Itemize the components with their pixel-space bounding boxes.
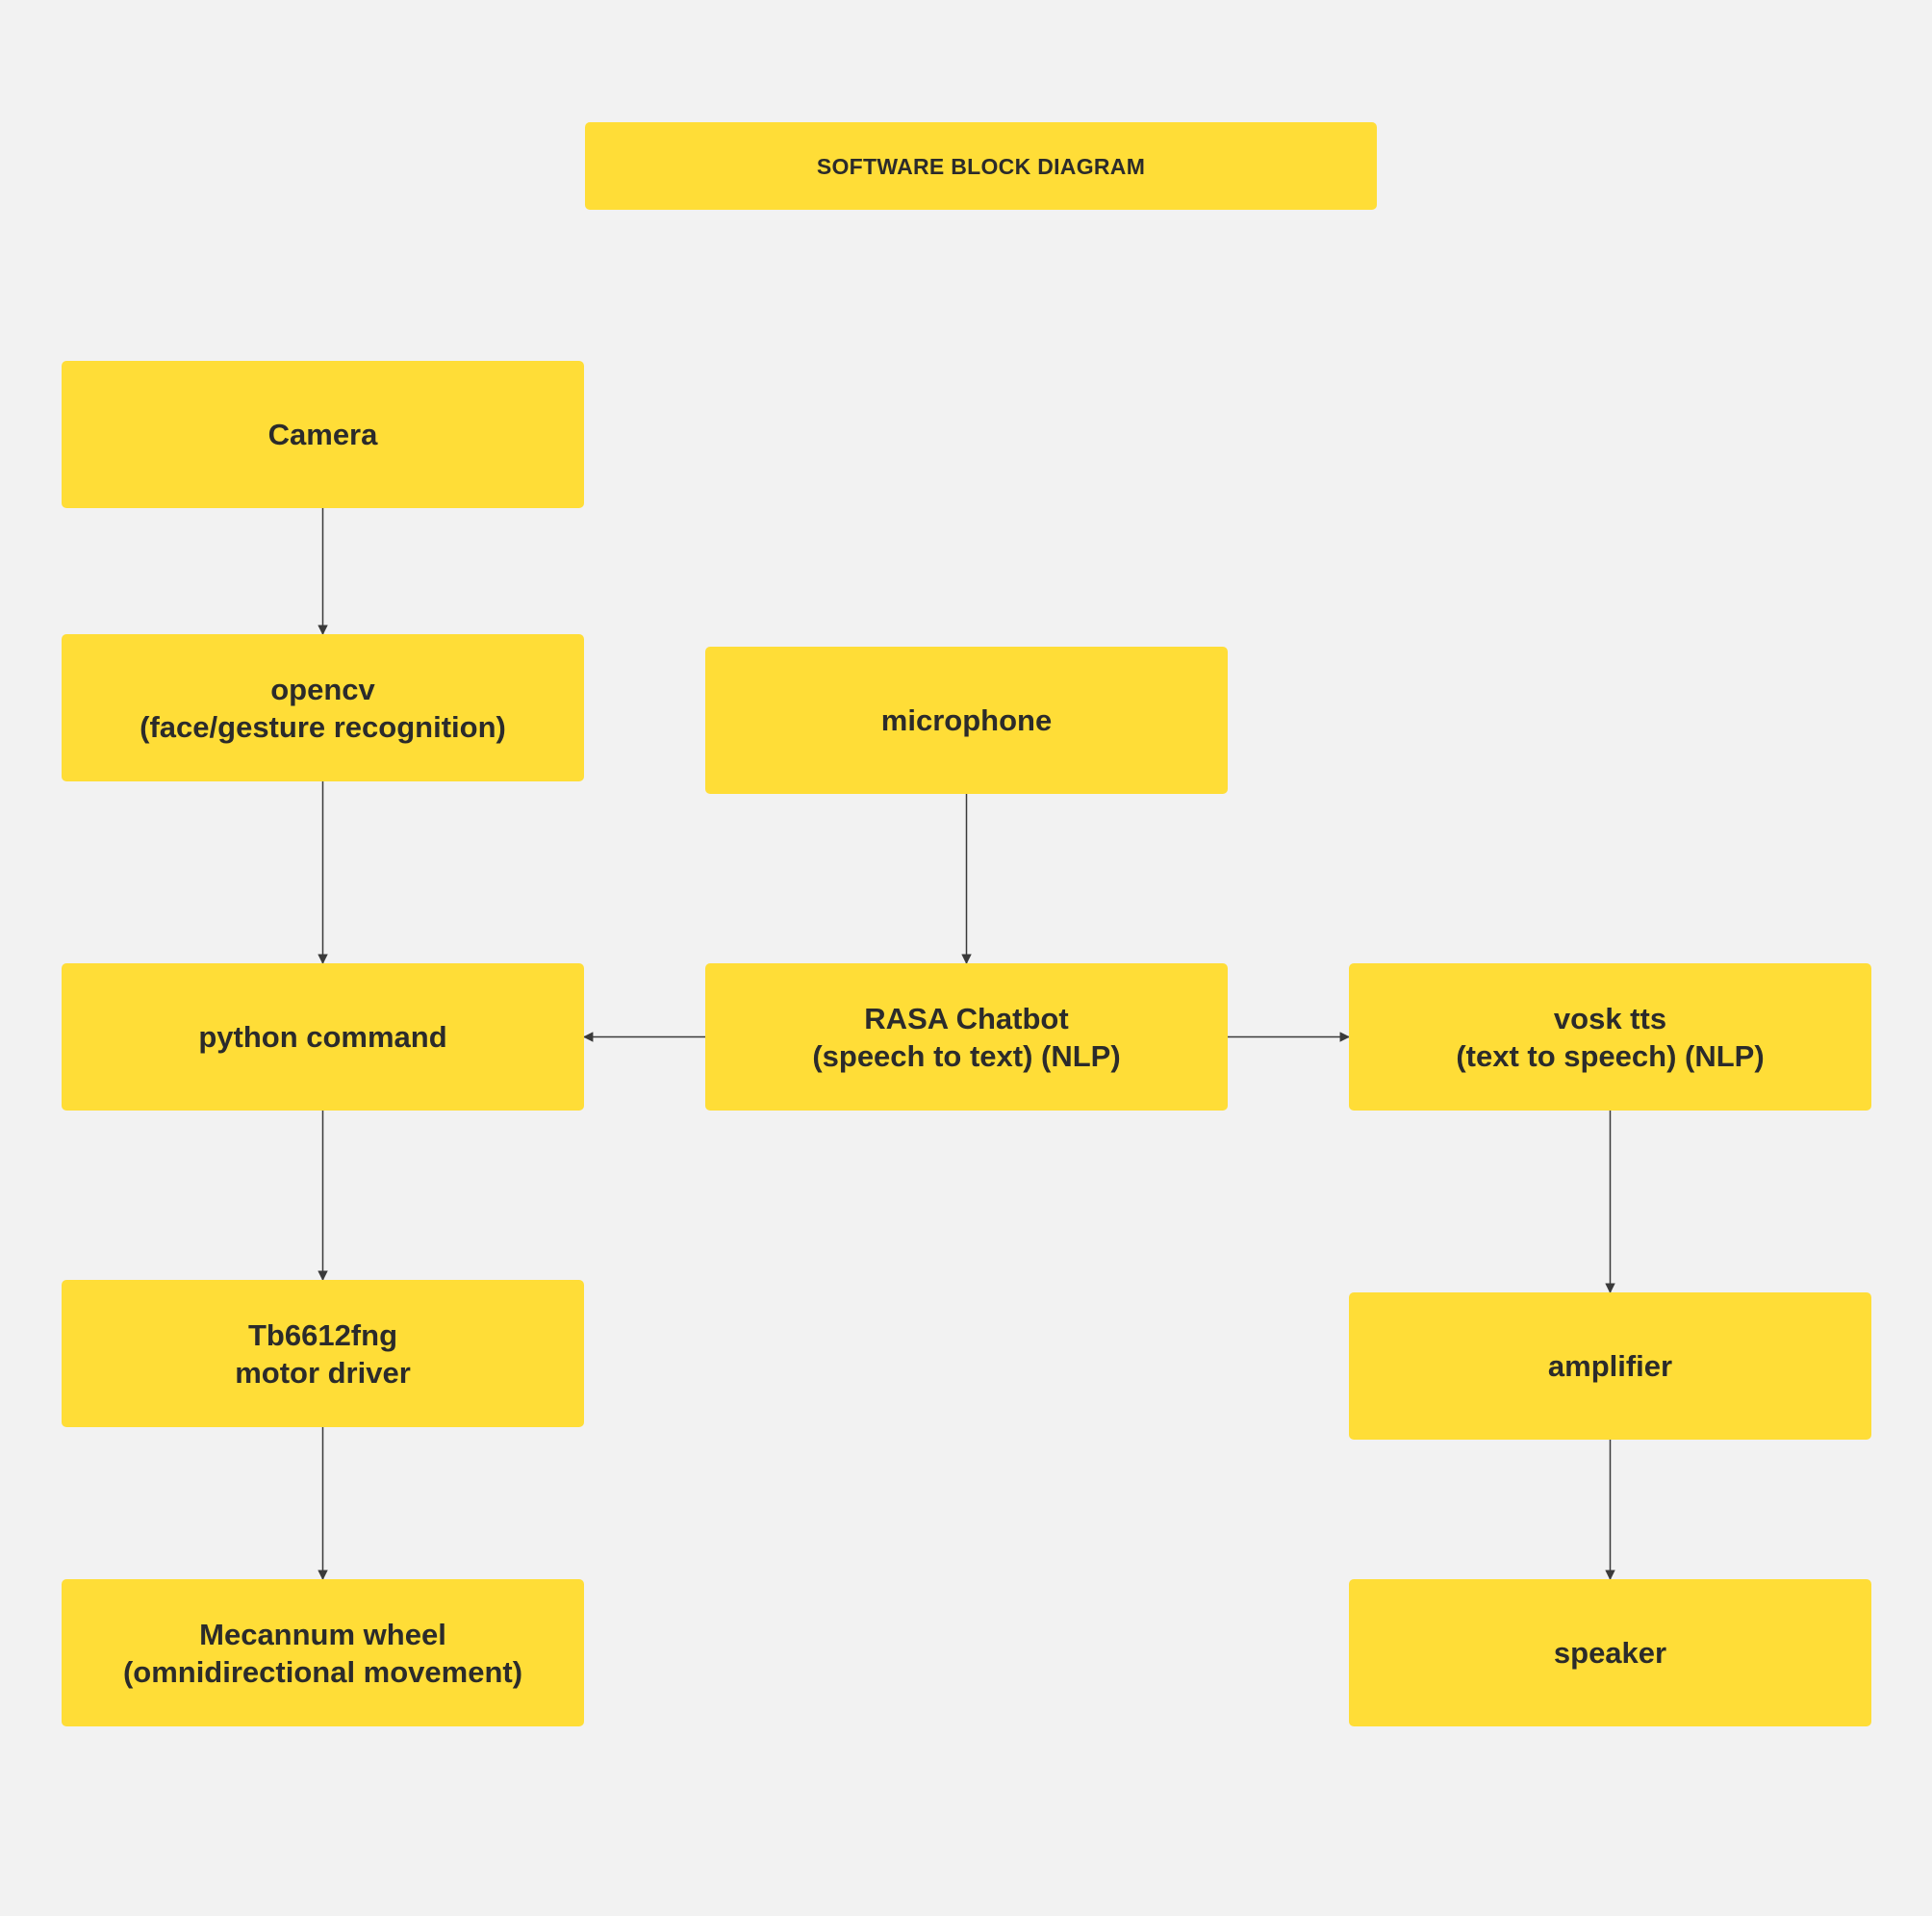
diagram-title: SOFTWARE BLOCK DIAGRAM: [585, 122, 1377, 210]
rasa-chatbot-block: RASA Chatbot (speech to text) (NLP): [705, 963, 1228, 1111]
microphone-block: microphone: [705, 647, 1228, 794]
opencv-block: opencv (face/gesture recognition): [62, 634, 584, 781]
speaker-block: speaker: [1349, 1579, 1871, 1726]
mecannum-wheel-block: Mecannum wheel (omnidirectional movement…: [62, 1579, 584, 1726]
python-command-block: python command: [62, 963, 584, 1111]
camera-block: Camera: [62, 361, 584, 508]
amplifier-block: amplifier: [1349, 1292, 1871, 1440]
vosk-tts-block: vosk tts (text to speech) (NLP): [1349, 963, 1871, 1111]
motor-driver-block: Tb6612fng motor driver: [62, 1280, 584, 1427]
connectors: [318, 508, 1615, 1581]
